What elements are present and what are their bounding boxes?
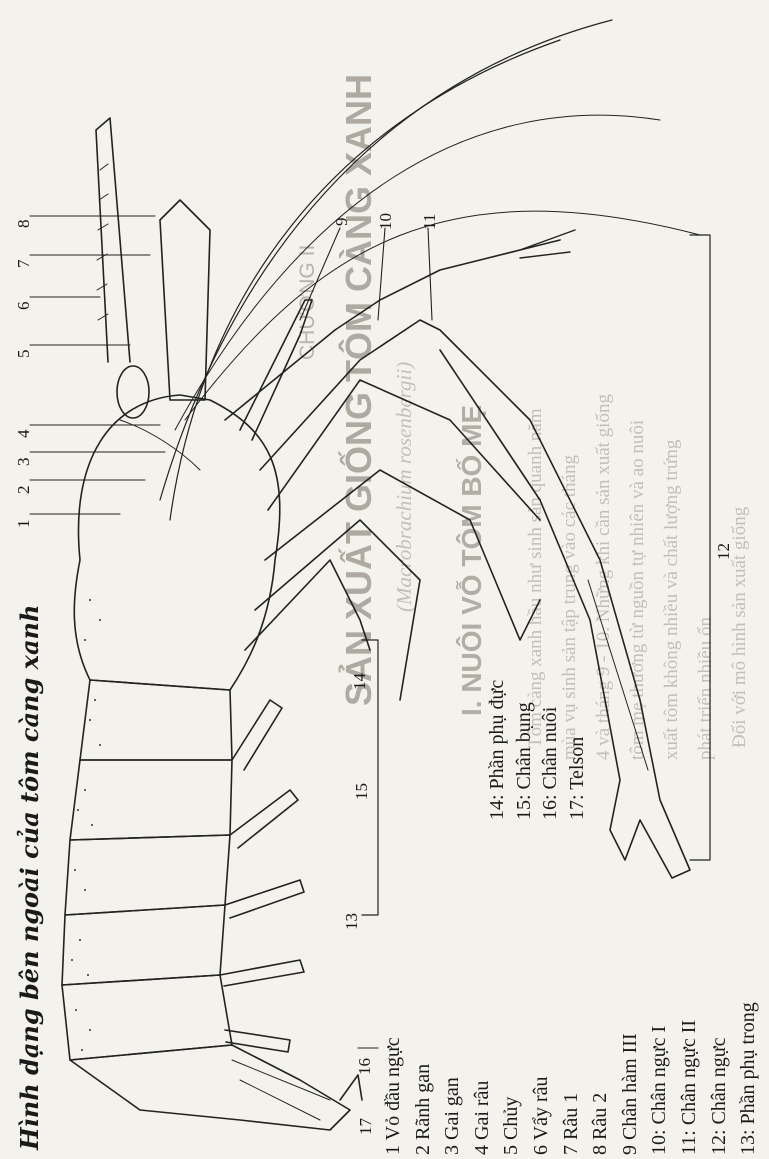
callout-2: 2 (14, 486, 34, 495)
leader-10 (378, 228, 385, 320)
legend-item-12: 12: Chân ngực (708, 1038, 731, 1156)
walking-leg-4 (255, 520, 420, 700)
abdomen-seg-1 (80, 680, 232, 760)
callout-13: 13 (342, 913, 362, 930)
legend-item-15: 15: Chân bụng (513, 702, 536, 820)
legend-item-17: 17: Telson (566, 737, 589, 820)
callout-16: 16 (355, 1058, 375, 1075)
legend-item-8: 8 Râu 2 (589, 1093, 612, 1155)
pleopod-3 (225, 880, 304, 918)
legend-item-2: 2 Rãnh gan (412, 1064, 435, 1155)
callout-15: 15 (352, 783, 372, 800)
callout-9: 9 (332, 218, 352, 227)
callout-5: 5 (14, 350, 34, 359)
legend-item-1: 1 Vỏ đầu ngực (382, 1037, 405, 1155)
legend-item-11: 11: Chân ngực II (678, 1020, 701, 1155)
legend-item-10: 10: Chân ngực I (648, 1026, 671, 1155)
callout-10: 10 (376, 213, 396, 230)
maxilliped-3 (240, 300, 312, 440)
callout-7: 7 (14, 260, 34, 269)
legend-item-16: 16: Chân nuôi (539, 707, 562, 820)
legend-item-6: 6 Vẩy râu (530, 1077, 553, 1156)
callout-6: 6 (14, 302, 34, 311)
pleopod-5 (225, 1030, 290, 1052)
callout-3: 3 (14, 458, 34, 467)
pleopod-1 (232, 700, 282, 770)
legend-item-13: 13: Phần phụ trong (737, 1002, 760, 1155)
antennal-scale (160, 200, 210, 400)
antenna-2 (160, 20, 612, 500)
legend-item-5: 5 Chủy (500, 1097, 523, 1155)
callout-11: 11 (420, 214, 440, 230)
walking-leg-5 (245, 560, 370, 650)
rostrum (96, 118, 130, 362)
cheliped-1 (225, 240, 560, 420)
eye (117, 366, 149, 418)
pleopod-2 (230, 790, 298, 848)
figure-caption: Hình dạng bên ngoài của tôm càng xanh (15, 605, 44, 1150)
legend-item-3: 3 Gai gan (441, 1077, 464, 1155)
abdomen-seg-3 (65, 835, 230, 915)
legend-item-14: 14: Phần phụ đực (486, 680, 509, 820)
leader-9 (300, 228, 340, 320)
walking-leg-2 (268, 380, 540, 520)
callout-4: 4 (14, 430, 34, 439)
antenna-1 (170, 40, 560, 520)
callout-14: 14 (350, 673, 370, 690)
walking-leg-3 (265, 470, 540, 640)
callout-8: 8 (14, 220, 34, 229)
callout-17: 17 (356, 1118, 376, 1135)
bracket-12 (690, 235, 710, 860)
legend-item-4: 4 Gai râu (471, 1081, 494, 1155)
callout-12: 12 (714, 543, 734, 560)
cheliped-2 (260, 320, 690, 878)
abdomen-seg-2 (70, 760, 232, 840)
callout-1: 1 (14, 520, 34, 529)
legend-item-7: 7 Râu 1 (560, 1093, 583, 1155)
antenna-4 (175, 115, 660, 430)
telson (340, 1075, 362, 1100)
legend-item-9: 9 Chân hàm III (619, 1033, 642, 1155)
pleopod-4 (220, 960, 304, 986)
tail-fan (70, 1045, 350, 1130)
abdomen-seg-4 (62, 905, 225, 985)
